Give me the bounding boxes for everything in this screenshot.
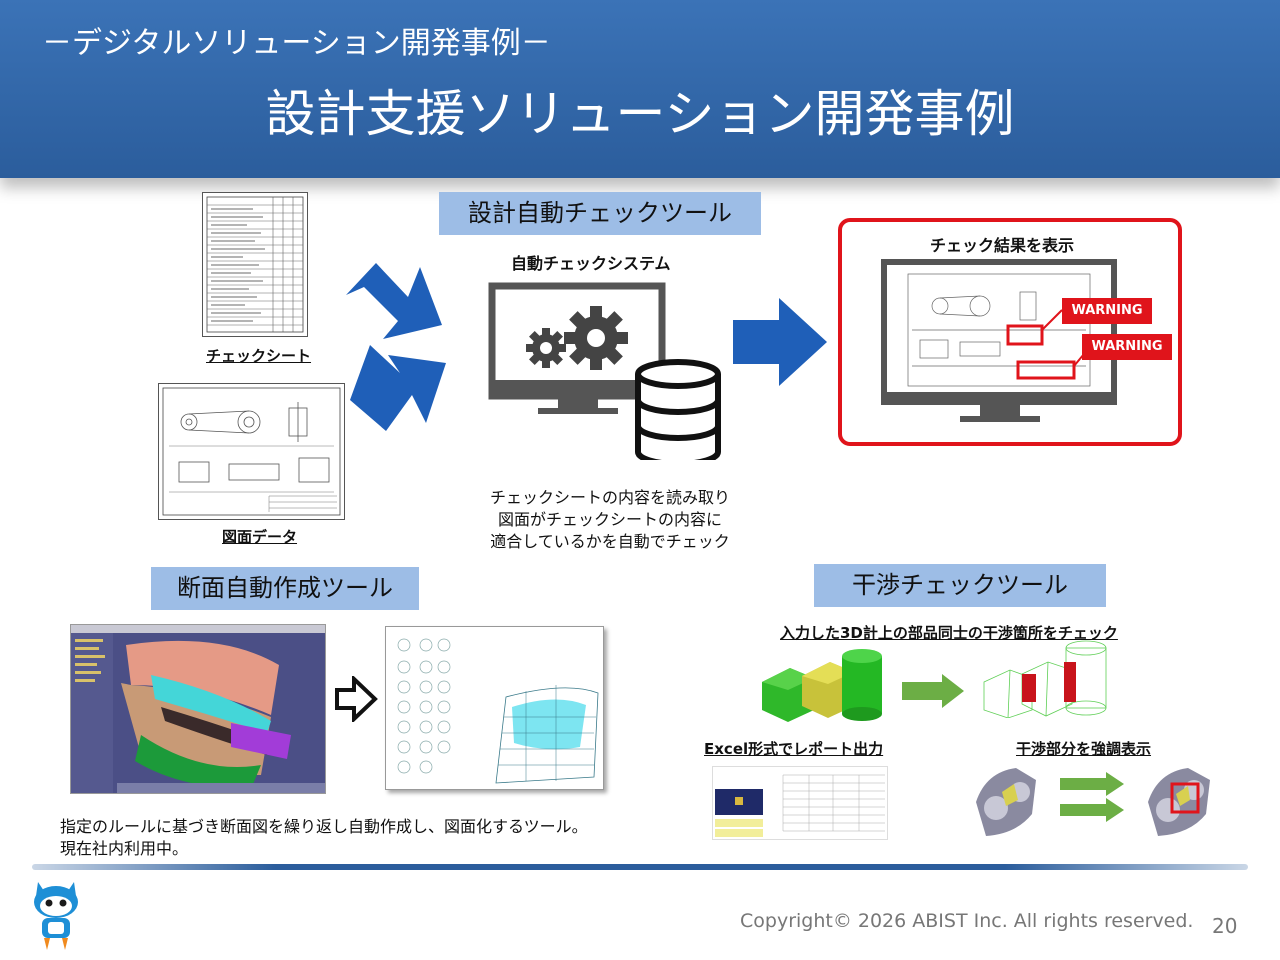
drawing-data-label: 図面データ — [222, 528, 298, 546]
check-sheet-label: チェックシート — [206, 347, 312, 365]
footer-divider — [32, 864, 1248, 870]
highlight-after-image — [1148, 768, 1210, 836]
arrow-right-icon — [350, 345, 446, 431]
highlight-before-image — [976, 768, 1036, 836]
check-tool-description: チェックシートの内容を読み取り 図面がチェックシートの内容に 適合しているかを自… — [489, 488, 730, 551]
auto-check-system-label: 自動チェックシステム — [511, 254, 671, 273]
page-number: 20 — [1212, 914, 1238, 938]
input-arrows — [346, 263, 446, 431]
arrow-right-outline-icon — [335, 676, 378, 722]
check-result-label: チェック結果を表示 — [930, 236, 1075, 255]
equals-arrows-icon — [1060, 772, 1124, 822]
copyright-text: Copyright© 2026 ABIST Inc. All rights re… — [740, 910, 1194, 932]
cad-model-screenshot — [70, 624, 326, 794]
header-banner — [0, 0, 1280, 178]
excel-report-label: Excel形式でレポート出力 — [704, 740, 884, 758]
wireframe-parts-image — [983, 640, 1107, 718]
arrow-right-icon — [733, 298, 827, 386]
mascot-logo-icon — [34, 882, 78, 950]
system-monitor-icon — [488, 282, 721, 460]
warning-badge: WARNING — [1062, 298, 1152, 324]
arrow-right-icon — [902, 674, 964, 708]
subtitle: －デジタルソリューション開発事例－ — [42, 26, 551, 61]
interference-tool-heading: 入力した3D計上の部品同士の干渉箇所をチェック — [780, 624, 1118, 642]
check-tool-title: 設計自動チェックツール — [439, 192, 761, 235]
page-title: 設計支援ソリューション開発事例 — [265, 85, 1015, 143]
excel-report-image — [712, 766, 888, 840]
result-monitor-icon — [881, 259, 1117, 422]
section-drawing-screenshot — [385, 626, 604, 790]
3d-parts-image — [762, 649, 882, 722]
arrow-right-icon — [346, 263, 442, 339]
drawing-data-image — [158, 383, 345, 520]
database-icon — [635, 359, 721, 460]
highlight-label: 干渉部分を強調表示 — [1016, 740, 1152, 758]
section-tool-description: 指定のルールに基づき断面図を繰り返し自動作成し、図面化するツール。 現在社内利用… — [60, 817, 588, 858]
section-tool-title: 断面自動作成ツール — [151, 567, 419, 610]
warning-badge: WARNING — [1082, 334, 1172, 360]
interference-tool-title: 干渉チェックツール — [814, 564, 1106, 607]
check-sheet-image — [202, 192, 308, 337]
